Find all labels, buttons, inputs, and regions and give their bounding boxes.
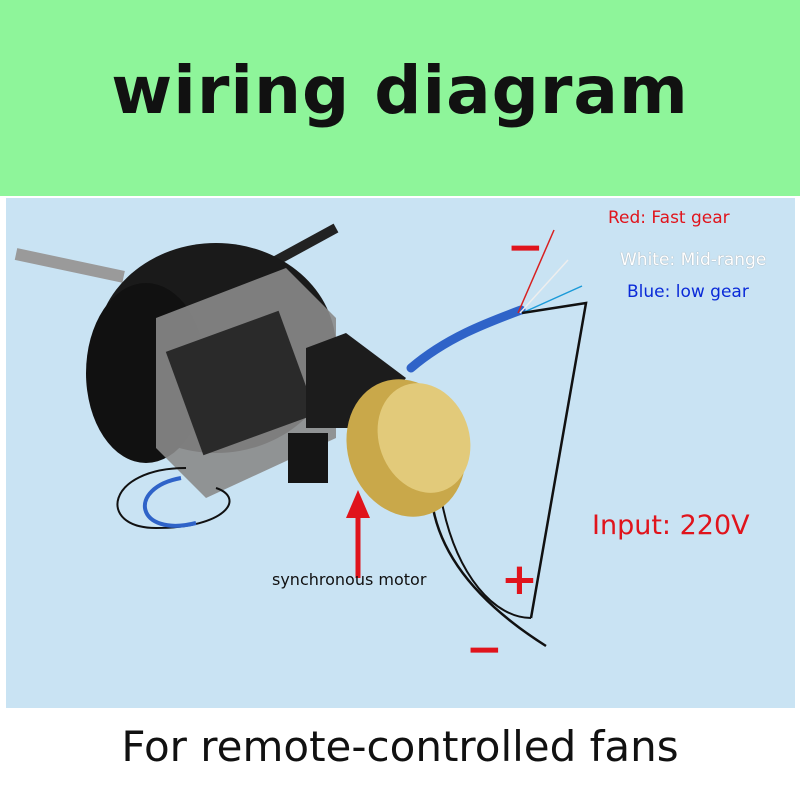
input-voltage-label: Input: 220V [592, 510, 750, 541]
white-lead [519, 259, 569, 314]
capacitor-block [288, 433, 328, 483]
motor-photo [6, 198, 795, 708]
blue-lead [521, 285, 583, 314]
power-wire-c [440, 497, 532, 619]
page-title: wiring diagram [111, 52, 689, 129]
red-lead [517, 229, 555, 314]
wire-loop-black [116, 467, 231, 530]
power-wire-b [429, 492, 547, 648]
blue-cable [406, 305, 526, 373]
white-wire-label: White: Mid-range [620, 250, 767, 270]
synchronous-motor-label: synchronous motor [272, 570, 427, 589]
power-wire-a [521, 301, 588, 619]
red-wire-label: Red: Fast gear [608, 208, 730, 228]
plus-sign: + [501, 554, 538, 605]
footer-caption: For remote-controlled fans [121, 722, 679, 771]
motor-illustration [14, 223, 588, 648]
minus-sign-bottom: − [466, 624, 503, 675]
motor-coil [165, 310, 317, 456]
title-banner: wiring diagram [0, 0, 800, 196]
blue-wire-label: Blue: low gear [627, 282, 749, 302]
motor-shaft [14, 248, 125, 283]
wire-loop-blue [142, 476, 197, 528]
arrow-head [346, 490, 370, 518]
synchronous-motor-face [377, 383, 471, 493]
minus-sign-top: − [507, 222, 544, 273]
